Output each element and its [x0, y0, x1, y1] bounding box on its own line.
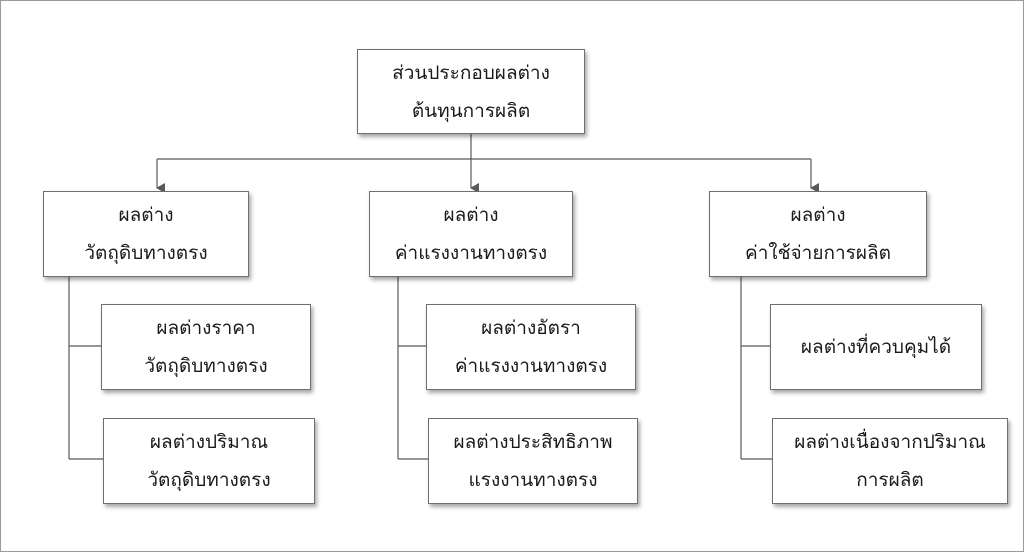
child-node-volume: ผลต่างเนื่องจากปริมาณ การผลิต: [772, 418, 1008, 504]
child-node-line-1: ผลต่างราคา: [156, 317, 256, 339]
branch-node-direct-materials: ผลต่าง วัตถุดิบทางตรง: [43, 191, 249, 277]
child-node-labor-rate: ผลต่างอัตรา ค่าแรงงานทางตรง: [426, 304, 636, 390]
branch-node-line-2: ค่าแรงงานทางตรง: [394, 242, 548, 264]
branch-node-line-1: ผลต่าง: [443, 204, 499, 226]
child-node-line-2: ค่าแรงงานทางตรง: [454, 355, 608, 377]
child-node-line-2: การผลิต: [856, 469, 924, 491]
child-node-labor-efficiency: ผลต่างประสิทธิภาพ แรงงานทางตรง: [428, 418, 638, 504]
root-node-line-2: ต้นทุนการผลิต: [411, 99, 531, 122]
branch-node-line-2: ค่าใช้จ่ายการผลิต: [745, 242, 891, 264]
branch-node-direct-labor: ผลต่าง ค่าแรงงานทางตรง: [369, 191, 573, 277]
child-node-line-2: วัตถุดิบทางตรง: [147, 469, 271, 491]
child-node-material-price: ผลต่างราคา วัตถุดิบทางตรง: [101, 304, 311, 390]
child-node-line-1: ผลต่างอัตรา: [481, 317, 581, 339]
child-node-line-1: ผลต่างประสิทธิภาพ: [453, 431, 613, 453]
child-node-line-1: ผลต่างเนื่องจากปริมาณ: [794, 431, 986, 453]
child-node-controllable: ผลต่างที่ควบคุมได้: [770, 304, 982, 390]
branch-node-line-1: ผลต่าง: [790, 204, 846, 226]
child-node-line-1: ผลต่างปริมาณ: [149, 431, 269, 453]
branch-node-line-2: วัตถุดิบทางตรง: [84, 242, 208, 264]
branch-node-overhead: ผลต่าง ค่าใช้จ่ายการผลิต: [709, 191, 927, 277]
child-node-material-quantity: ผลต่างปริมาณ วัตถุดิบทางตรง: [103, 418, 315, 504]
branch-node-line-1: ผลต่าง: [118, 204, 174, 226]
child-node-line-1: ผลต่างที่ควบคุมได้: [800, 336, 952, 358]
root-node: ส่วนประกอบผลต่าง ต้นทุนการผลิต: [357, 49, 585, 134]
child-node-line-2: วัตถุดิบทางตรง: [144, 355, 268, 377]
child-node-line-2: แรงงานทางตรง: [468, 469, 598, 491]
root-node-line-1: ส่วนประกอบผลต่าง: [392, 61, 550, 84]
